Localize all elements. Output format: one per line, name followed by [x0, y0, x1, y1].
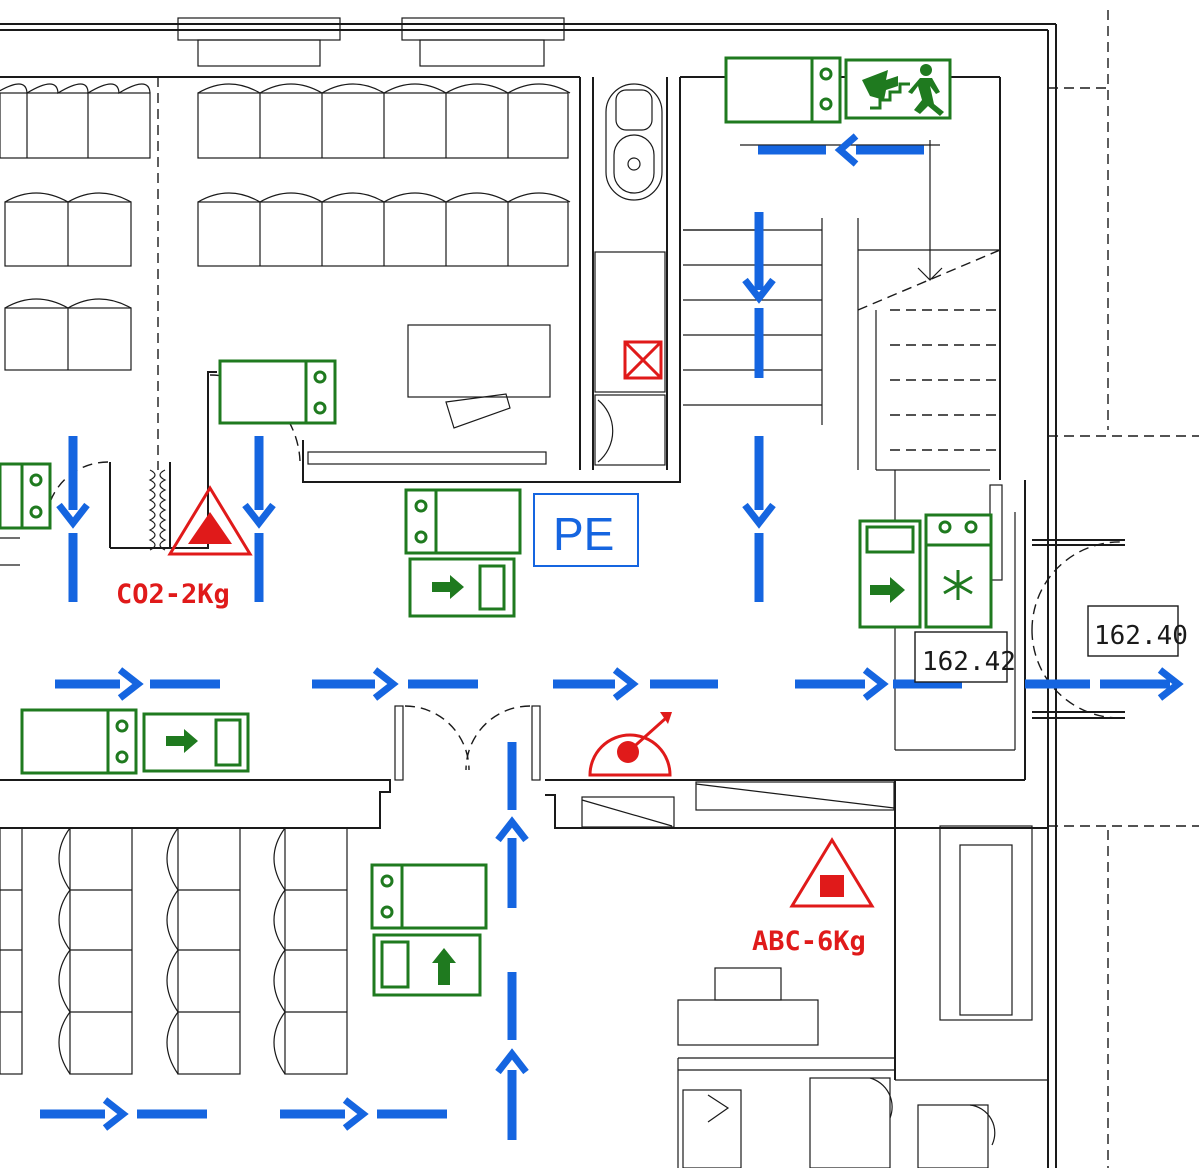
emergency-light-icon: [724, 56, 842, 124]
elevation-label: 162.40: [1094, 621, 1188, 651]
direction-arrow-icon: [372, 933, 482, 997]
emergency-light-icon: [20, 708, 138, 775]
manual-call-point-icon: [623, 340, 663, 380]
evacuation-route: [40, 133, 1184, 1140]
elevation-label: 162.42: [922, 647, 1016, 677]
elevation-tag: 162.42: [914, 631, 1016, 683]
extinguisher-label-co2: CO2-2Kg: [116, 579, 230, 610]
elevation-tag: 162.40: [1087, 605, 1188, 657]
emergency-light-icon: [924, 513, 993, 629]
fire-extinguisher-icon: [167, 485, 253, 556]
emergency-light-icon: [218, 359, 337, 425]
direction-arrow-icon: [142, 712, 250, 773]
emergency-light-icon: [0, 462, 52, 530]
emergency-light-icon: [858, 519, 922, 629]
emergency-light-icon: [370, 863, 488, 930]
extinguisher-label-abc: ABC-6Kg: [752, 926, 866, 957]
pe-label: PE: [553, 508, 614, 560]
fire-extinguisher-icon: [789, 837, 875, 908]
direction-arrow-icon: [408, 557, 516, 618]
seating-area: [0, 83, 571, 1075]
emergency-exit-stairs-icon: [844, 58, 952, 120]
alarm-bell-icon: [588, 712, 672, 777]
direction-arrow-icon: [870, 577, 905, 603]
emergency-light-icon: [404, 488, 522, 555]
pe-sign: PE: [533, 493, 639, 567]
